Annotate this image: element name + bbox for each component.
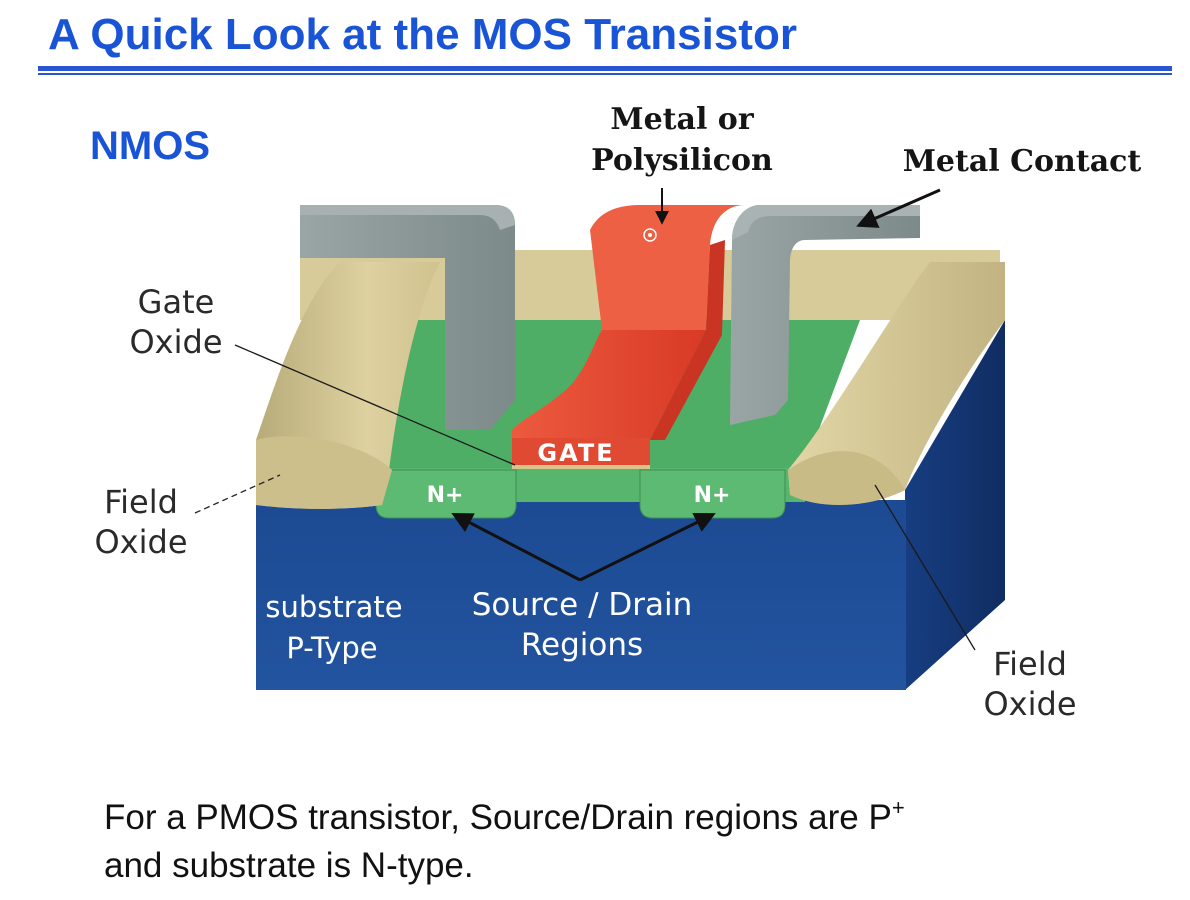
source-region-n-plus [375,469,517,519]
label-substrate-2: P-Type [286,631,377,665]
field-oxide-right-front [788,451,905,506]
label-field-oxide-right-1: Field [993,645,1067,683]
title-rule [38,66,1172,71]
label-metal-contact: Metal Contact [903,144,1142,179]
slide-title: A Quick Look at the MOS Transistor [48,10,797,59]
gate-target-marker [643,228,657,242]
label-gate-oxide-2: Oxide [129,323,222,361]
label-drain-n-plus: N+ [694,483,731,508]
field-oxide-right-block [788,262,1005,502]
label-field-oxide-left-1: Field [104,483,178,521]
gate-oxide-pointer [234,344,516,466]
field-oxide-left-top [256,436,392,509]
label-metal-or-poly-2: Polysilicon [591,143,773,178]
gate-oxide-layer [512,465,650,469]
title-rule-thin [38,73,1172,75]
metal-contact-left [300,205,515,430]
gate-front-face [512,438,650,468]
drain-region-n-plus [639,469,786,519]
pmos-note-line2: and substrate is N-type. [104,846,474,885]
label-metal-or-poly-1: Metal or [610,102,754,137]
label-substrate-1: substrate [265,590,402,624]
source-drain-arrow-right [579,513,716,582]
field-oxide-left-pointer [194,474,281,514]
label-source-drain-1: Source / Drain [472,587,693,623]
label-gate: GATE [537,439,614,467]
pmos-note-line1: For a PMOS transistor, Source/Drain regi… [104,798,892,837]
label-field-oxide-left-2: Oxide [94,523,187,561]
label-source-drain-2: Regions [521,627,643,663]
gate-target-dot [648,233,652,237]
gate-side [650,240,725,440]
pmos-note: For a PMOS transistor, Source/Drain regi… [104,794,905,890]
field-oxide-right-pointer [874,484,976,651]
substrate-side [905,320,1005,690]
metal-contact-right [730,205,920,425]
source-drain-arrow-left [451,513,581,582]
metal-contact-left-top [300,205,515,230]
pmos-note-superscript: + [891,795,905,820]
label-source-n-plus: N+ [427,483,464,508]
substrate-body [256,500,906,690]
gate-stripe-top [590,205,745,330]
label-field-oxide-right-2: Oxide [983,685,1076,723]
metal-contact-arrow [856,188,941,228]
label-gate-oxide-1: Gate [138,283,215,321]
gate-body [512,330,706,440]
subtitle-nmos: NMOS [90,124,210,168]
